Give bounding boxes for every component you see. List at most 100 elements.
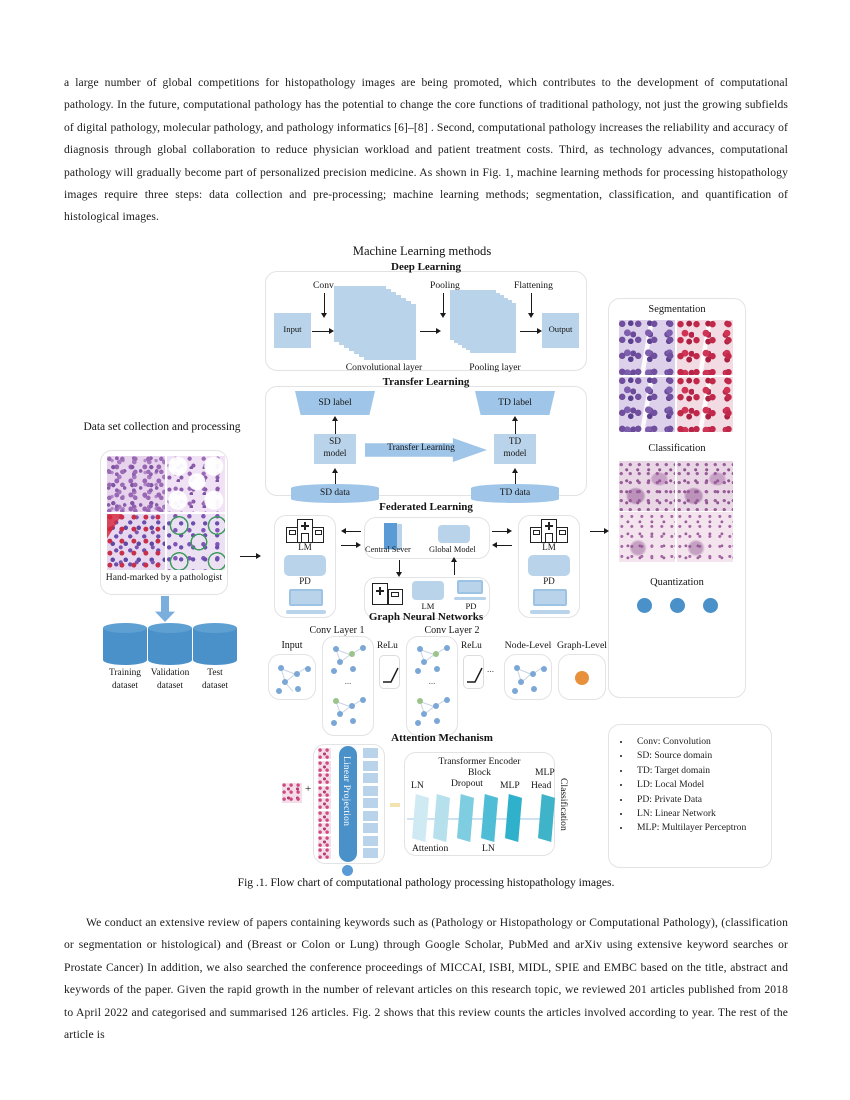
deep-learning-input-box	[274, 313, 311, 348]
federated-left-out-arrow	[341, 545, 357, 546]
dataset-label-training-line1: Training	[109, 668, 141, 678]
td-data-text: TD data	[499, 488, 531, 498]
deep-learning-output-label: Output	[548, 324, 573, 334]
gnn-relu2-label: ReLu	[461, 641, 482, 651]
federated-left-in-arrow	[345, 531, 361, 532]
relu-curve-icon-2	[467, 667, 483, 683]
federated-right-pd-label: PD	[543, 576, 555, 586]
segmentation-heading: Segmentation	[648, 304, 706, 315]
segmentation-tile-4	[677, 377, 733, 432]
federated-right-out-arrow	[492, 531, 508, 532]
encoder-flow-line	[407, 818, 549, 820]
conv-down-arrow-head	[321, 313, 327, 318]
histology-tile-marked-1	[107, 514, 165, 570]
dataset-label-validation-line2: dataset	[156, 681, 184, 691]
flow-arrow-left-to-center	[240, 556, 257, 557]
encoder-dropout-label: Dropout	[451, 778, 483, 789]
hospital-icon-bottom	[372, 583, 403, 605]
hospital-icon-right	[530, 519, 568, 543]
server-down-arrow-head	[396, 572, 402, 577]
td-data-to-model-arrow-head	[512, 468, 518, 473]
classification-tile-4	[677, 512, 733, 562]
classification-heading: Classification	[648, 443, 706, 454]
gnn-relu2-box	[463, 655, 484, 689]
federated-left-model-box	[284, 555, 326, 576]
flatten-to-output-arrow-head	[537, 328, 542, 334]
legend-list: Conv: Convolution SD: Source domain TD: …	[609, 735, 771, 836]
input-to-conv-arrow-head	[329, 328, 334, 334]
legend-item-td: TD: Target domain	[631, 764, 771, 778]
server-up-arrow-head	[451, 557, 457, 562]
deep-learning-input-label: Input	[283, 324, 302, 334]
federated-learning-title: Federated Learning	[379, 501, 473, 513]
encoder-attention-label: Attention	[412, 843, 449, 854]
mlp-head-line1: MLP	[535, 767, 555, 778]
dataset-label-test-line2: dataset	[201, 681, 229, 691]
sd-model-to-label-arrow-head	[332, 416, 338, 421]
dataset-cylinder-validation	[148, 623, 192, 665]
deep-learning-conv-label: Conv	[313, 280, 334, 291]
td-model-box	[494, 434, 536, 464]
deep-learning-output-box	[542, 313, 579, 348]
gnn-conv2-ellipsis: ...	[428, 676, 436, 686]
federated-left-pd-label: PD	[299, 576, 311, 586]
federated-bottom-pd-label: PD	[465, 601, 477, 611]
deep-learning-title: Deep Learning	[391, 261, 461, 273]
federated-right-lm-label: LM	[542, 542, 556, 552]
embedding-column	[363, 748, 378, 860]
linear-projection-label: Linear Projection	[341, 756, 352, 827]
encoder-slab-ln2	[481, 794, 498, 842]
flatten-to-output-arrow	[520, 331, 538, 332]
global-model-icon	[438, 525, 470, 543]
body-paragraph-top: a large number of global competitions fo…	[64, 76, 788, 224]
server-down-arrow	[399, 560, 400, 573]
td-model-line1: TD	[508, 436, 522, 446]
quantization-heading: Quantization	[650, 577, 704, 588]
federated-right-in-arrow-head	[492, 542, 497, 548]
td-model-line2: model	[503, 448, 527, 458]
legend-item-ln: LN: Linear Network	[631, 807, 771, 821]
sd-label-text: SD label	[318, 397, 352, 408]
legend-item-ld: LD: Local Model	[631, 778, 771, 792]
mlp-head-slab	[538, 794, 555, 842]
pooling-down-arrow	[443, 293, 444, 314]
gnn-relu1-box	[379, 655, 400, 689]
pooling-layer-stack	[450, 290, 530, 360]
deep-learning-flattening-label: Flattening	[514, 280, 553, 291]
dataset-label-validation-line1: Validation	[150, 668, 190, 678]
gnn-graph-level-label: Graph-Level	[556, 640, 608, 651]
figure-caption: Fig .1. Flow chart of computational path…	[237, 876, 615, 889]
global-model-label: Global Model	[429, 545, 476, 554]
deep-learning-pooling-label: Pooling	[430, 280, 460, 291]
attention-input-tile	[282, 783, 302, 803]
projection-to-encoder-connector	[390, 803, 400, 807]
encoder-slab-attention	[433, 794, 450, 842]
gnn-conv1-graph-upper	[326, 640, 370, 676]
federated-right-out-arrow-head	[507, 528, 512, 534]
td-data-shape	[471, 484, 559, 503]
gnn-conv2-graph-upper	[410, 640, 454, 676]
encoder-ln1-label: LN	[411, 780, 424, 791]
sd-label-shape	[295, 391, 375, 415]
federated-right-model-box	[528, 555, 570, 576]
federated-left-out-arrow-head	[356, 542, 361, 548]
class-token-dot	[342, 865, 353, 876]
hospital-icon-left	[286, 519, 324, 543]
convolutional-layer-label: Convolutional layer	[345, 362, 423, 373]
attention-title: Attention Mechanism	[391, 732, 493, 744]
flattening-down-arrow-head	[528, 313, 534, 318]
gnn-input-label: Input	[281, 640, 303, 651]
figure-title: Machine Learning methods	[352, 244, 492, 258]
hand-marked-caption: Hand-marked by a pathologist	[105, 572, 223, 583]
flow-arrow-center-to-right	[590, 531, 605, 532]
legend-item-conv: Conv: Convolution	[631, 735, 771, 749]
sd-data-text: SD data	[320, 488, 350, 498]
encoder-slab-ln1	[412, 794, 429, 842]
sd-data-to-model-arrow-head	[332, 468, 338, 473]
attention-input-plus-icon: +	[305, 783, 312, 795]
histology-tile-raw-1	[107, 456, 165, 512]
flattening-down-arrow	[531, 293, 532, 314]
td-model-to-label-arrow	[515, 421, 516, 435]
sd-model-to-label-arrow	[335, 421, 336, 435]
dataset-cylinder-training	[103, 623, 147, 665]
